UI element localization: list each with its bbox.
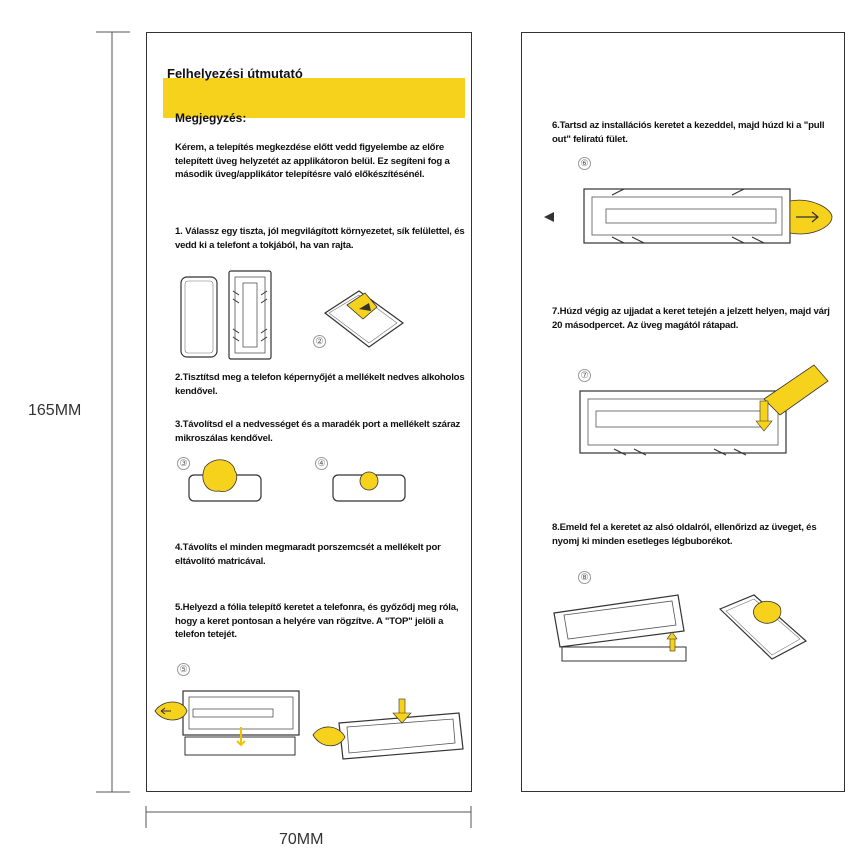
height-label: 165MM: [28, 402, 82, 419]
cloth-wipe-illustration: [188, 459, 262, 502]
note-heading: Megjegyzés:: [175, 111, 247, 125]
step-4-text: 4.Távolíts el minden megmaradt porszemcs…: [175, 542, 441, 567]
check-bubbles-illustration: [718, 594, 808, 660]
left-instruction-panel: Felhelyezési útmutató Megjegyzés: Kérem,…: [146, 32, 472, 792]
step-7-text: 7.Húzd végig az ujjadat a keret tetején …: [552, 306, 830, 331]
step-5-marker: ⑤: [177, 663, 190, 676]
page-title: Felhelyezési útmutató: [167, 66, 303, 81]
note-text: Kérem, a telepítés megkezdése előtt vedd…: [175, 142, 450, 181]
step-7-marker: ⑦: [578, 369, 591, 382]
step-3-text: 3.Távolítsd el a nedvességet és a maradé…: [175, 419, 461, 444]
frame-placement-illustration-a: [154, 690, 300, 756]
step-5-text: 5.Helyezd a fólia telepítő keretet a tel…: [175, 602, 459, 641]
phone-and-frame-illustration: [180, 270, 272, 360]
step-8-marker: ⑧: [578, 571, 591, 584]
press-frame-illustration: [579, 364, 829, 456]
step-4-marker: ④: [315, 457, 328, 470]
step-6-text: 6.Tartsd az installációs keretet a kezed…: [552, 120, 825, 145]
wiping-phone-illustration: [323, 290, 405, 348]
width-label: 70MM: [279, 831, 324, 848]
step-3-marker: ③: [177, 457, 190, 470]
dust-sticker-illustration: [332, 471, 406, 502]
step-2-text: 2.Tisztítsd meg a telefon képernyőjét a …: [175, 372, 465, 397]
step-6-marker: ⑥: [578, 157, 591, 170]
lift-frame-illustration: [553, 594, 687, 662]
step-2-marker: ②: [313, 335, 326, 348]
pull-out-tab-illustration: [544, 188, 833, 244]
title-highlight: [163, 78, 465, 118]
frame-placement-illustration-b: [312, 698, 464, 760]
step-1-text: 1. Válassz egy tiszta, jól megvilágított…: [175, 226, 465, 251]
step-8-text: 8.Emeld fel a keretet az alsó oldalról, …: [552, 522, 817, 547]
right-instruction-panel: 6.Tartsd az installációs keretet a kezed…: [521, 32, 845, 792]
